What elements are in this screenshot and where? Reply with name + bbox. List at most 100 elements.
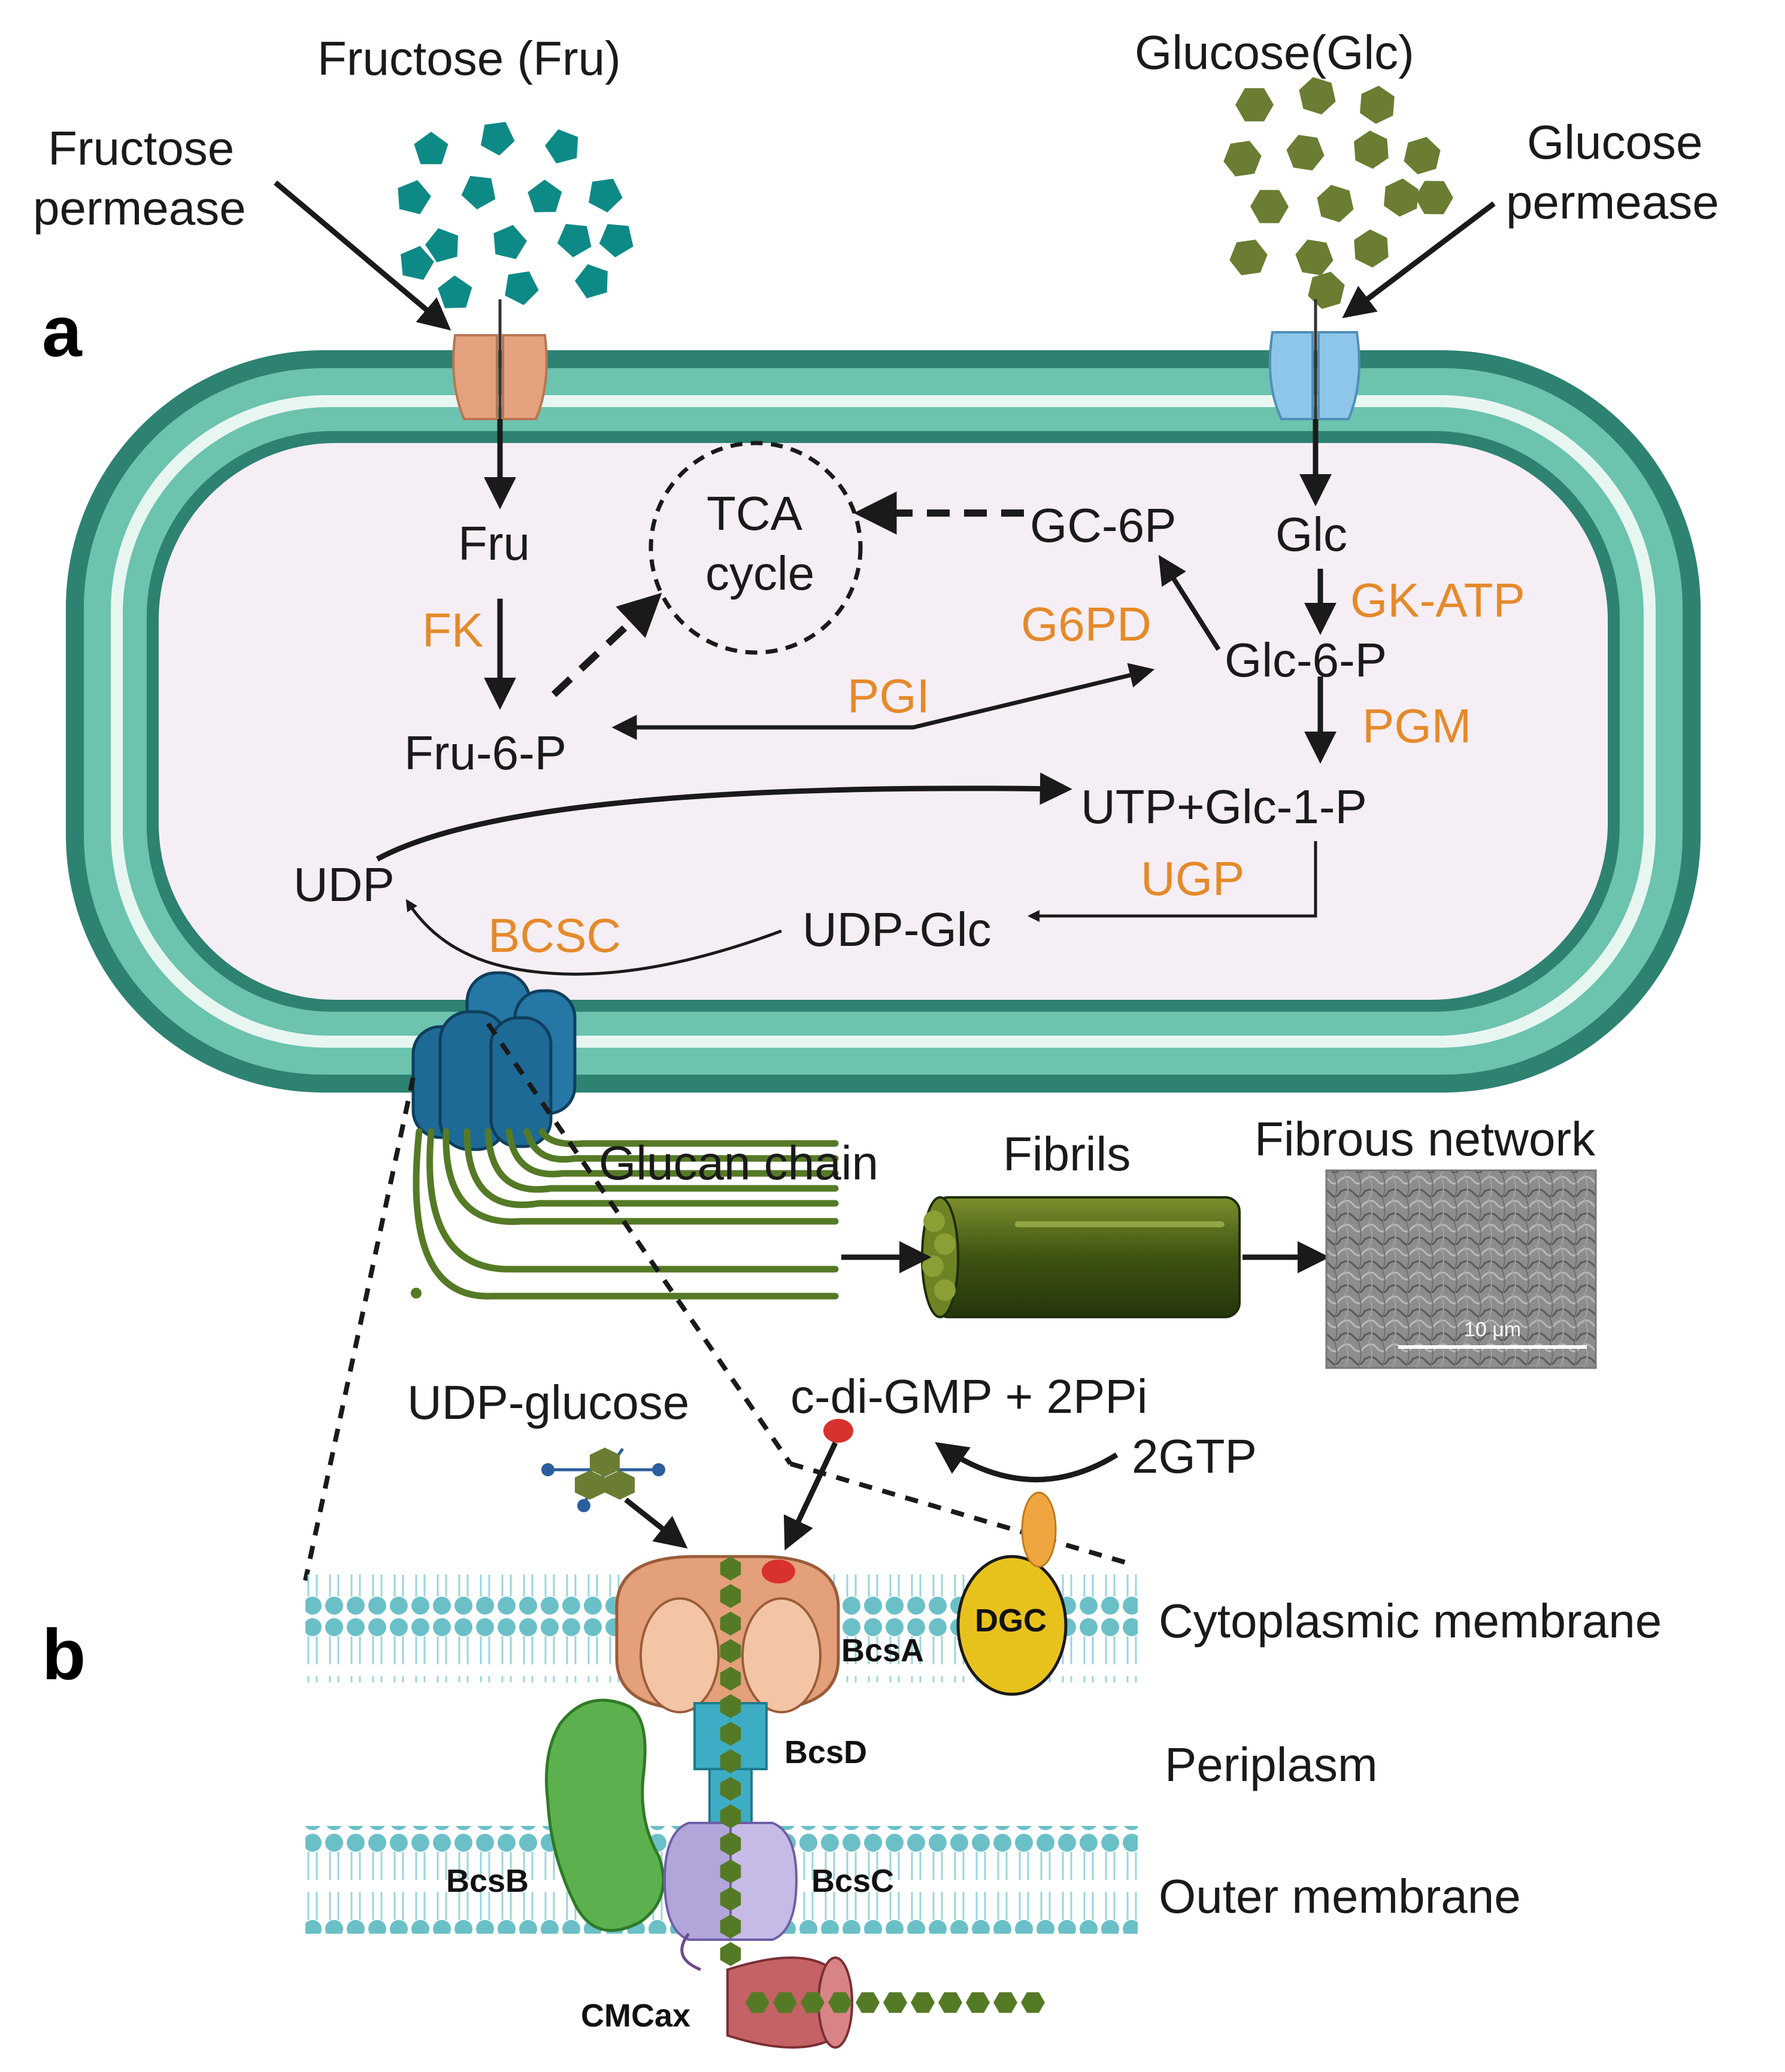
glucan-bead	[773, 1992, 797, 2013]
fru6p-label: Fru-6-P	[404, 726, 566, 779]
glucan-chain-label: Glucan chain	[599, 1136, 878, 1190]
glucose-hexagon-icon	[1223, 141, 1262, 177]
glc-label: Glc	[1275, 508, 1347, 561]
tca-label-1: TCA	[707, 487, 803, 540]
fructose-permease-label-1: Fructose	[48, 122, 234, 175]
glucan-bead	[1021, 1992, 1045, 2013]
glucose-hexagon-icon	[1317, 184, 1354, 223]
glucose-hexagon-icon	[1384, 178, 1419, 217]
fructose-permease-arrow	[274, 180, 451, 330]
udp-label: UDP	[293, 858, 395, 911]
glucose-hexagon-icon	[1299, 77, 1336, 115]
glucan-bead	[966, 1992, 990, 2013]
glucose-permease-label-2: permease	[1506, 175, 1719, 229]
glucose-hexagon-icon	[1235, 88, 1274, 122]
fructose-label: Fructose (Fru)	[317, 32, 621, 85]
fk-label: FK	[422, 603, 483, 657]
cdigmp-arrow	[783, 1442, 838, 1551]
glucan-bead	[745, 1992, 769, 2013]
bcsb-label: BcsB	[446, 1863, 529, 1899]
glucan-chains	[413, 1128, 839, 1300]
glucan-bead	[801, 1992, 825, 2013]
fructose-pentagon-icon	[480, 122, 515, 156]
periplasm-label: Periplasm	[1165, 1738, 1378, 1791]
gtp-arrow	[935, 1442, 1119, 1483]
glucan-bead	[720, 1804, 741, 1828]
zoom-line-left	[303, 1077, 416, 1581]
glucose-hexagon-icon	[1360, 86, 1395, 124]
pgm-label: PGM	[1362, 699, 1471, 753]
glucose-hexagon-icon	[1223, 77, 1453, 310]
fibrous-network-label: Fibrous network	[1254, 1112, 1596, 1166]
glucose-hexagon-icon	[1354, 229, 1389, 268]
bcsc-label-b: BcsC	[811, 1863, 894, 1899]
udp-glucose-label: UDP-glucose	[407, 1376, 689, 1429]
g6pd-label: G6PD	[1021, 597, 1151, 651]
fructose-pentagon-icon	[461, 175, 496, 210]
glucan-bead	[911, 1992, 935, 2013]
glucan-bead	[720, 1915, 741, 1938]
glucan-bead	[856, 1992, 880, 2013]
fructose-pentagon-icon	[545, 129, 578, 163]
glucan-bead	[720, 1832, 741, 1856]
glucan-bead	[720, 1639, 741, 1663]
glucan-fibril-icon	[921, 1196, 1241, 1318]
panel-label-a: a	[42, 292, 83, 372]
tca-label-2: cycle	[705, 547, 814, 600]
glucan-bead	[720, 1722, 741, 1746]
fructose-pentagon-icon	[599, 224, 634, 257]
glucan-bead	[720, 1942, 741, 1966]
pathway-arrows	[375, 419, 1337, 976]
glucan-bead	[720, 1557, 741, 1580]
pgi-label: PGI	[847, 669, 930, 723]
udp-glc-label: UDP-Glc	[802, 903, 992, 956]
glucan-bead	[720, 1777, 741, 1801]
bcs-complex-icon	[411, 971, 577, 1151]
fructose-pentagon-icon	[505, 271, 539, 305]
bcsa-label: BcsA	[841, 1633, 924, 1668]
glucose-hexagon-icon	[1250, 190, 1289, 223]
fructose-pentagon-icon	[575, 264, 608, 299]
panel-label-b: b	[42, 1615, 86, 1695]
zoom-line-right-2	[789, 1461, 1127, 1565]
fructose-pentagon-icon	[557, 224, 592, 257]
fructose-pentagon-icon	[414, 132, 448, 165]
cytoplasmic-membrane-label: Cytoplasmic membrane	[1159, 1594, 1662, 1648]
fructose-permease-label-2: permease	[33, 181, 246, 235]
fru-label: Fru	[458, 517, 530, 570]
glucose-label: Glucose(Glc)	[1135, 26, 1414, 79]
glucan-bead	[720, 1859, 741, 1883]
dgc-icon	[956, 1491, 1068, 1696]
cdigmp-icon	[823, 1419, 853, 1443]
glucose-hexagon-icon	[1415, 181, 1453, 214]
glucan-bead	[938, 1992, 962, 2013]
fructose-pentagon-icon	[493, 225, 527, 259]
sem-image	[1325, 1169, 1597, 1369]
fructose-pentagon-icon	[398, 180, 431, 214]
utp-glc1p-label: UTP+Glc-1-P	[1081, 780, 1367, 833]
glucose-hexagon-icon	[1229, 239, 1268, 275]
glucose-hexagon-icon	[1354, 131, 1389, 169]
fructose-pentagon-icon	[438, 275, 472, 308]
glucose-hexagon-icon	[1308, 271, 1345, 310]
bcsb-icon	[545, 1698, 665, 1932]
glucan-bead	[720, 1887, 741, 1911]
glucan-bead	[720, 1749, 741, 1773]
glucan-bead	[720, 1612, 741, 1636]
gk-atp-label: GK-ATP	[1350, 574, 1525, 627]
cdigmp-label: c-di-GMP + 2PPi	[790, 1370, 1147, 1423]
glc6p-label: Glc-6-P	[1225, 633, 1387, 687]
gtp-label: 2GTP	[1132, 1430, 1257, 1483]
fructose-pentagon-icon	[401, 245, 434, 280]
udp-glucose-molecule-icon	[541, 1448, 665, 1512]
glucose-permease-label-1: Glucose	[1527, 116, 1702, 169]
bcsc-label: BCSC	[488, 909, 621, 962]
glucan-bead	[828, 1992, 852, 2013]
udp-glucose-arrow	[624, 1497, 688, 1549]
glucose-hexagon-icon	[1404, 136, 1441, 175]
bcsd-label: BcsD	[784, 1734, 867, 1770]
glucan-bead	[720, 1584, 741, 1608]
outer-membrane-label: Outer membrane	[1159, 1870, 1521, 1923]
ugp-label: UGP	[1141, 852, 1244, 905]
glucan-bead	[720, 1667, 741, 1691]
